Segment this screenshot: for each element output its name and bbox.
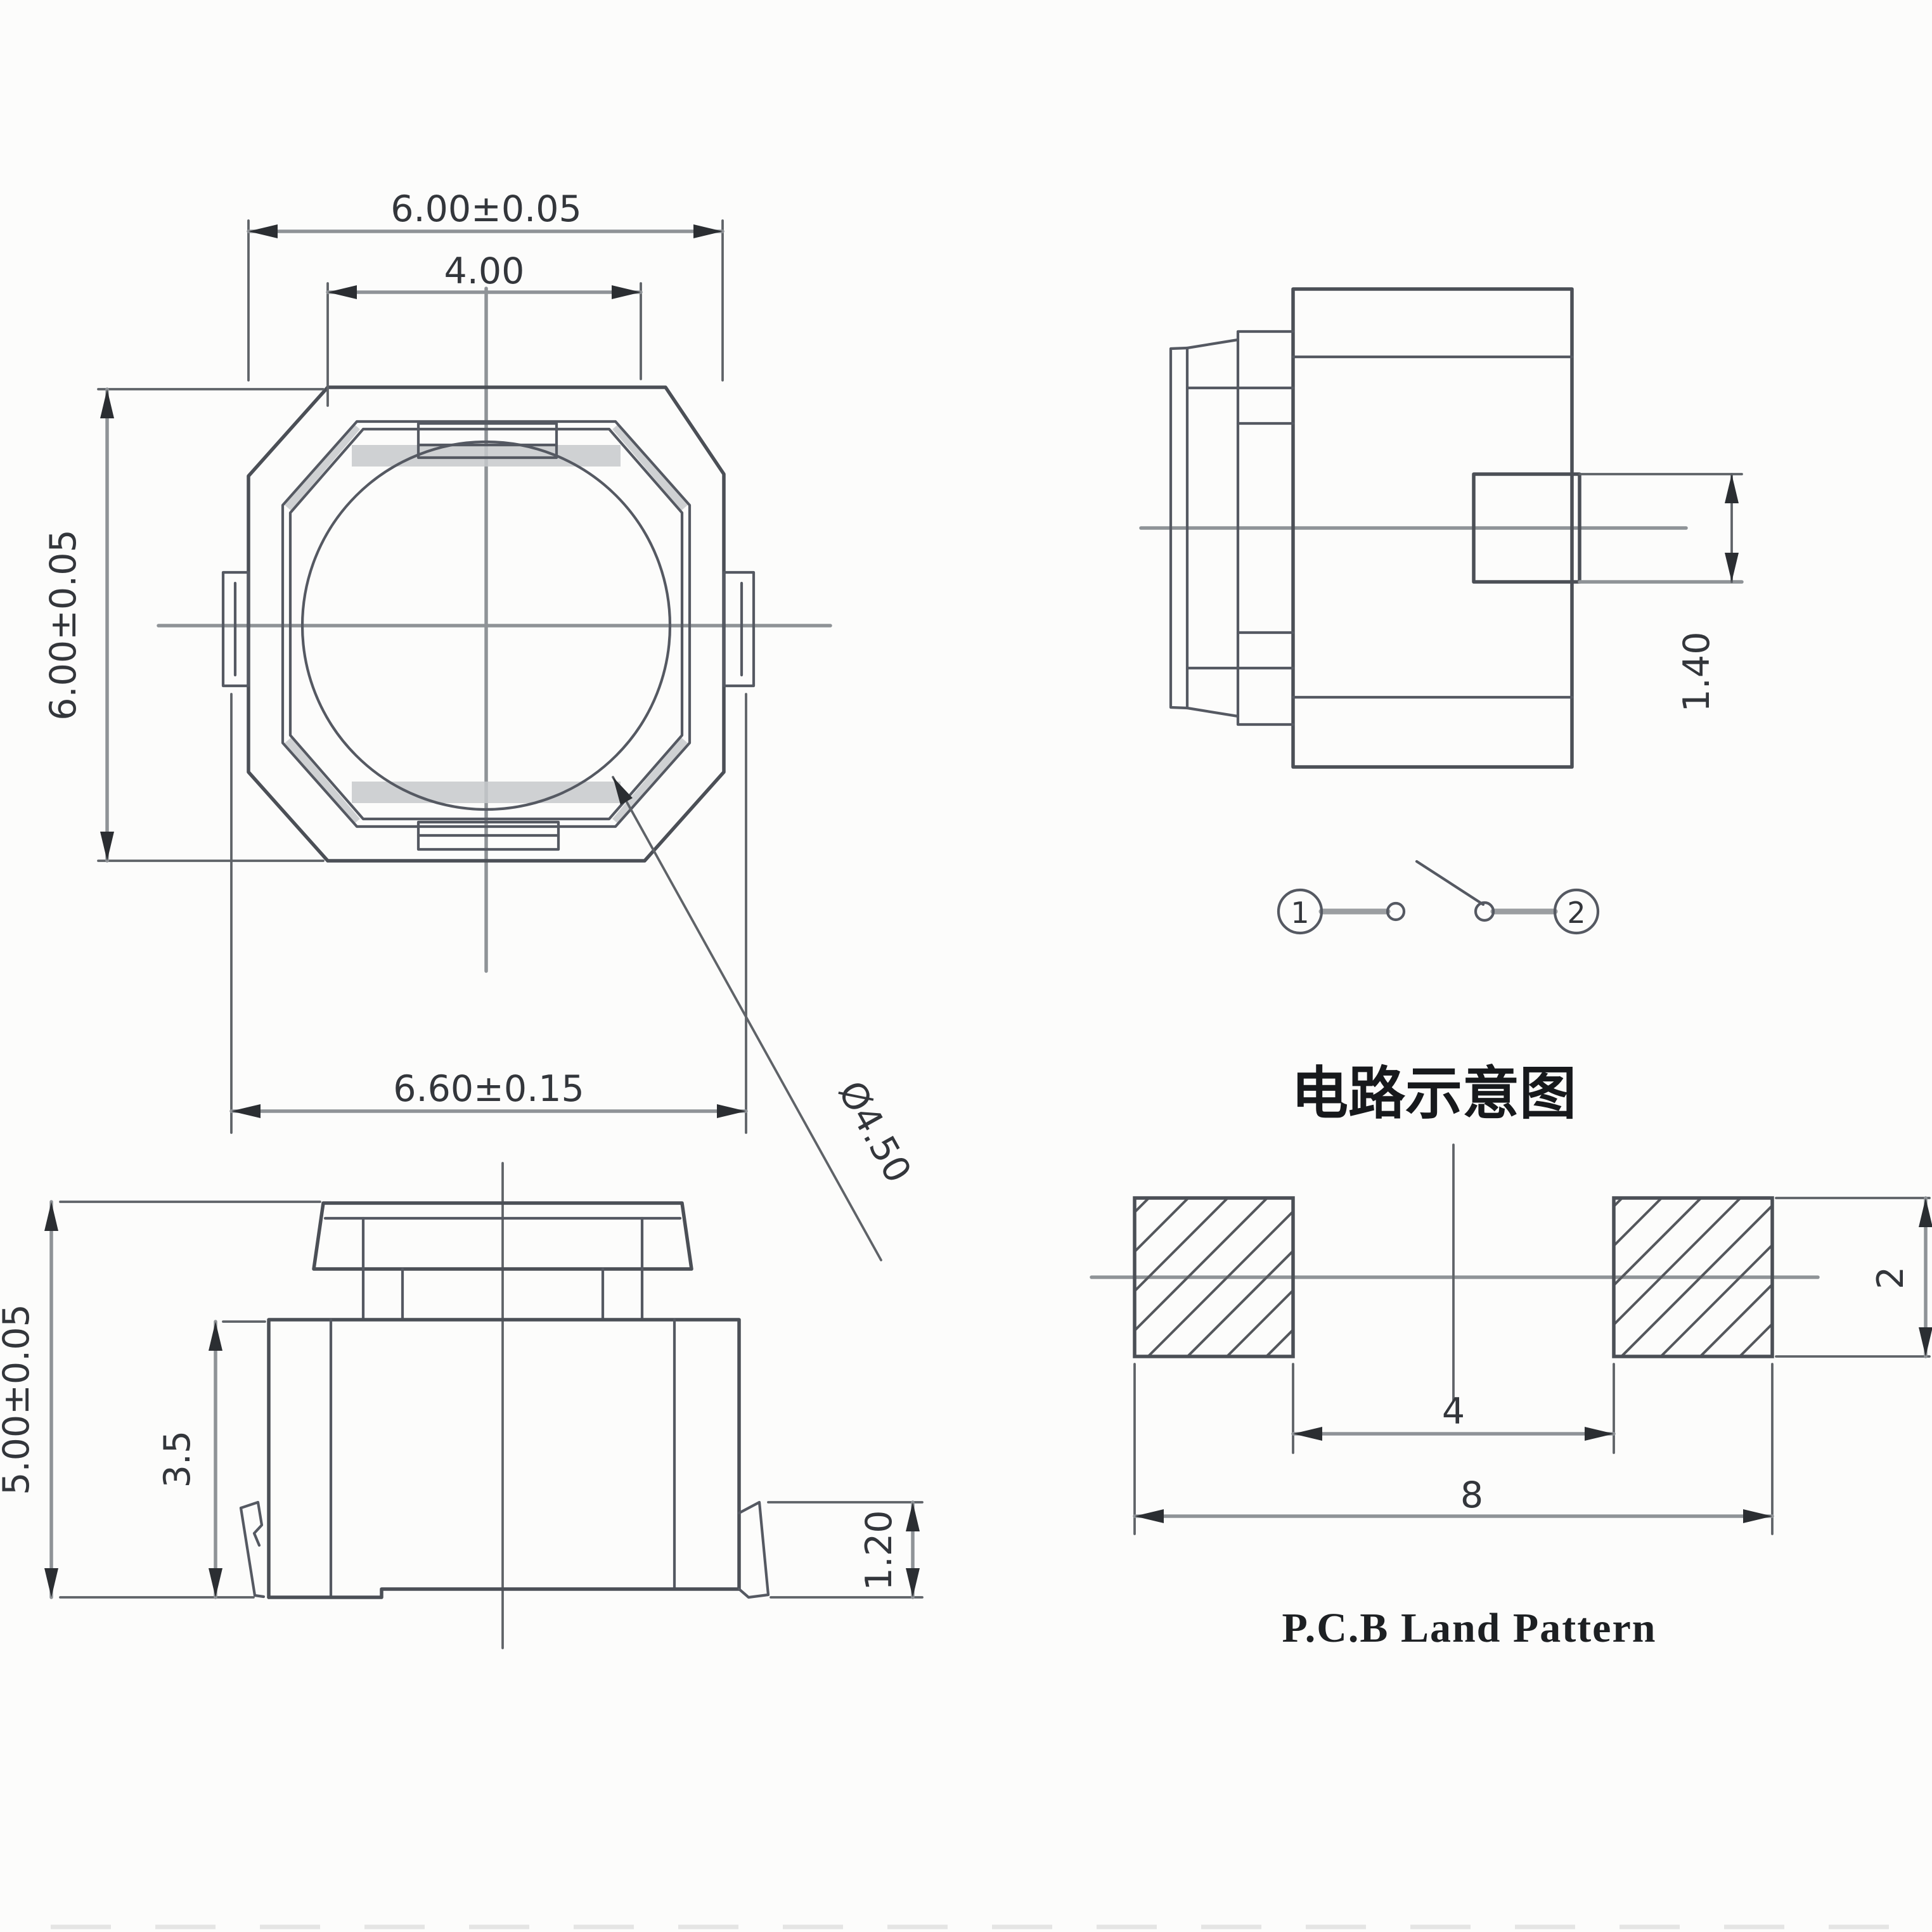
pin2-circle — [1553, 888, 1600, 935]
button-circle — [300, 440, 672, 811]
dim-land-pad-height-label: 2 — [1870, 1266, 1912, 1289]
side-view-body — [1291, 287, 1574, 769]
cover-shading-top — [352, 445, 621, 467]
contact-left — [1386, 901, 1406, 922]
cover-shading-corner-br — [612, 737, 688, 825]
dim-front-body-height: 3.5 — [157, 1320, 266, 1599]
front-left-leg — [239, 1500, 266, 1599]
land-pattern-title: P.C.B Land Pattern — [1282, 1605, 1657, 1651]
dim-land-pad-height: 2 — [1775, 1196, 1932, 1358]
front-body-bottom — [267, 1587, 741, 1599]
dim-land-outer-span: 8 — [1133, 1363, 1774, 1535]
dim-top-body-width-label: 6.00±0.05 — [390, 188, 582, 230]
pcb-land-pattern: 4 8 2 P.C.B Land Pattern — [1090, 1143, 1932, 1651]
circuit-diagram-title: 电路示意图 — [1291, 1060, 1576, 1127]
dim-top-body-height-label: 6.00±0.05 — [42, 529, 84, 721]
cover-shading-corner-tl — [285, 423, 360, 511]
dim-top-cover-width: 4.00 — [326, 250, 643, 407]
dim-button-diameter-label: Ø4.50 — [830, 1074, 919, 1190]
side-view: 1.40 — [1139, 287, 1744, 769]
dim-side-terminal-height: 1.40 — [1578, 473, 1744, 712]
dim-top-body-height: 6.00±0.05 — [42, 387, 325, 863]
dim-top-terminal-span-label: 6.60±0.15 — [393, 1068, 584, 1110]
switch-lever — [1415, 860, 1485, 906]
pin1-circle — [1277, 888, 1323, 935]
dim-button-diameter-leader: Ø4.50 — [612, 776, 919, 1261]
pad-right — [1612, 1196, 1774, 1358]
dim-side-terminal-height-label: 1.40 — [1676, 632, 1718, 712]
left-side-terminal-tab — [221, 570, 250, 688]
dim-front-total-height-label: 5.00±0.05 — [0, 1304, 37, 1495]
dim-front-leg-height-label: 1.20 — [858, 1510, 900, 1591]
front-button-neck — [361, 1216, 644, 1322]
cover-shading-corner-tr — [612, 423, 688, 511]
dim-land-inner-gap-label: 4 — [1442, 1391, 1465, 1433]
front-view: 5.00±0.05 3.5 1.20 — [0, 1162, 924, 1649]
side-view-body-inner-lines — [1291, 355, 1574, 699]
dim-front-total-height: 5.00±0.05 — [0, 1200, 321, 1599]
dim-land-inner-gap: 4 — [1291, 1363, 1616, 1454]
side-view-button-step2 — [1185, 338, 1240, 718]
dim-top-cover-width-label: 4.00 — [444, 250, 525, 292]
pin2-label: 2 — [1567, 896, 1585, 930]
side-view-button-step1 — [1236, 330, 1295, 726]
dim-top-body-width: 6.00±0.05 — [247, 188, 724, 382]
pin1-label: 1 — [1291, 896, 1309, 930]
dim-front-leg-height: 1.20 — [767, 1500, 924, 1599]
side-view-terminal — [1472, 472, 1581, 584]
front-cap-outline — [312, 1201, 693, 1271]
pad-left — [1133, 1196, 1295, 1358]
cover-shading-corner-bl — [285, 737, 360, 825]
dim-top-terminal-span: 6.60±0.15 — [229, 693, 748, 1134]
front-body-inner-walls — [329, 1318, 676, 1599]
front-body-outline — [267, 1318, 741, 1599]
front-right-leg — [737, 1500, 770, 1599]
side-view-button-step-lines — [1185, 386, 1295, 670]
circuit-diagram: 1 2 电路示意图 — [1277, 860, 1600, 1127]
dim-front-body-height-label: 3.5 — [157, 1431, 198, 1488]
top-tab — [416, 422, 558, 460]
contact-right — [1474, 901, 1495, 922]
side-view-button-face — [1169, 346, 1189, 710]
right-side-terminal-tab — [722, 570, 756, 688]
dim-land-outer-span-label: 8 — [1460, 1474, 1483, 1516]
top-view: 6.00±0.05 4.00 6.00±0.05 6.60±0.15 — [42, 188, 919, 1261]
inner-frame-outer-edge — [281, 420, 692, 828]
inner-frame-inner-edge — [288, 427, 684, 821]
